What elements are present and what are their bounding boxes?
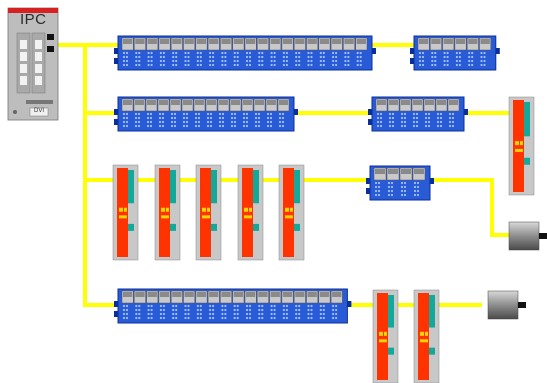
servo-drive-icon [237,164,264,261]
motor-icon [487,290,526,320]
bus-coupler-icon [366,165,434,201]
servo-drive-icon [195,164,222,261]
servo-drive-icon [413,289,440,383]
device-layer [112,35,547,383]
cable-line [428,178,511,237]
ipc-port-label: DVI [34,108,45,114]
bus-coupler-icon [114,288,352,324]
bus-coupler-icon [410,35,500,71]
motor-icon [508,221,547,251]
ipc-icon [7,7,59,121]
servo-drive-icon [278,164,305,261]
servo-drive-icon [508,96,535,196]
bus-coupler-icon [114,35,376,71]
servo-drive-icon [112,164,139,261]
cable-line [83,43,120,307]
ipc-title: IPC [20,11,47,28]
bus-coupler-icon [368,96,468,132]
servo-drive-icon [372,289,399,383]
servo-drive-icon [154,164,181,261]
bus-coupler-icon [114,96,298,132]
